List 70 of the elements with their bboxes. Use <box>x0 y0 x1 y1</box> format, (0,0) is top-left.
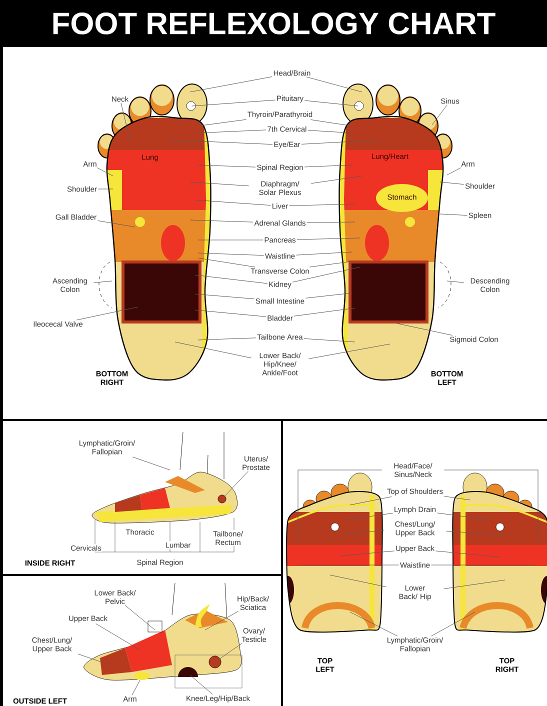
leader-line <box>174 342 252 358</box>
leader-line <box>296 238 360 240</box>
leader-line <box>310 176 362 184</box>
leader-line <box>198 252 264 256</box>
leader-line <box>431 612 476 636</box>
leader-line <box>124 604 156 630</box>
leader-line <box>98 188 114 190</box>
leader-line <box>350 496 392 506</box>
leader-line <box>198 119 246 126</box>
leader-line <box>194 200 271 206</box>
leader-line <box>304 164 352 168</box>
leader-line <box>93 280 112 283</box>
leader-line <box>437 512 490 520</box>
leader-line <box>305 292 352 298</box>
leader-line <box>310 119 352 126</box>
leader-line <box>224 470 248 496</box>
leader-line <box>170 140 273 145</box>
leader-line <box>294 308 356 316</box>
leader-line <box>198 130 266 134</box>
leader-line <box>350 612 398 636</box>
leader-line <box>430 564 536 566</box>
leader-line <box>194 294 255 300</box>
leader-line <box>344 512 394 520</box>
leader-line <box>289 204 356 206</box>
leader-line <box>194 274 268 284</box>
leader-line <box>340 550 395 556</box>
leader-line <box>204 610 239 630</box>
leader-line <box>330 574 387 588</box>
leader-line <box>98 220 136 228</box>
leader-line <box>190 76 272 92</box>
leader-line <box>190 674 213 695</box>
leader-line <box>308 130 352 134</box>
leader-line <box>190 220 254 222</box>
leader-line <box>308 344 390 360</box>
leader-line <box>432 104 448 126</box>
leader-line <box>446 530 506 536</box>
leader-line <box>304 100 358 106</box>
organ-dot <box>218 494 226 504</box>
leader-line <box>132 680 140 696</box>
leader-line <box>296 252 352 256</box>
title: FOOT REFLEXOLOGY CHART <box>0 0 547 47</box>
leader-line <box>192 100 276 106</box>
leader-line <box>198 258 256 268</box>
leader-line <box>394 322 453 336</box>
leader-line <box>304 338 356 342</box>
leader-line <box>198 164 256 168</box>
leader-line <box>190 182 250 186</box>
leader-line <box>78 654 110 666</box>
leader-line <box>194 310 266 317</box>
leader-line <box>298 470 382 540</box>
leader-line <box>309 260 356 268</box>
leader-line <box>301 140 380 144</box>
leader-line <box>132 456 170 470</box>
leader-line <box>444 496 470 500</box>
leader-line <box>214 642 242 662</box>
leader-line <box>446 280 464 283</box>
leader-line <box>96 623 140 650</box>
leader-line <box>96 168 114 176</box>
leader-line <box>440 214 468 216</box>
leader-line <box>440 182 464 185</box>
leader-line <box>435 550 500 558</box>
leader-line <box>340 530 384 534</box>
leader-line <box>306 222 356 223</box>
leader-line <box>198 338 256 340</box>
leader-line <box>76 306 138 320</box>
leader-line <box>444 470 538 540</box>
leader-line <box>292 266 360 282</box>
leader-line <box>306 76 362 92</box>
leader-line <box>298 564 400 566</box>
leader-line <box>446 168 462 176</box>
